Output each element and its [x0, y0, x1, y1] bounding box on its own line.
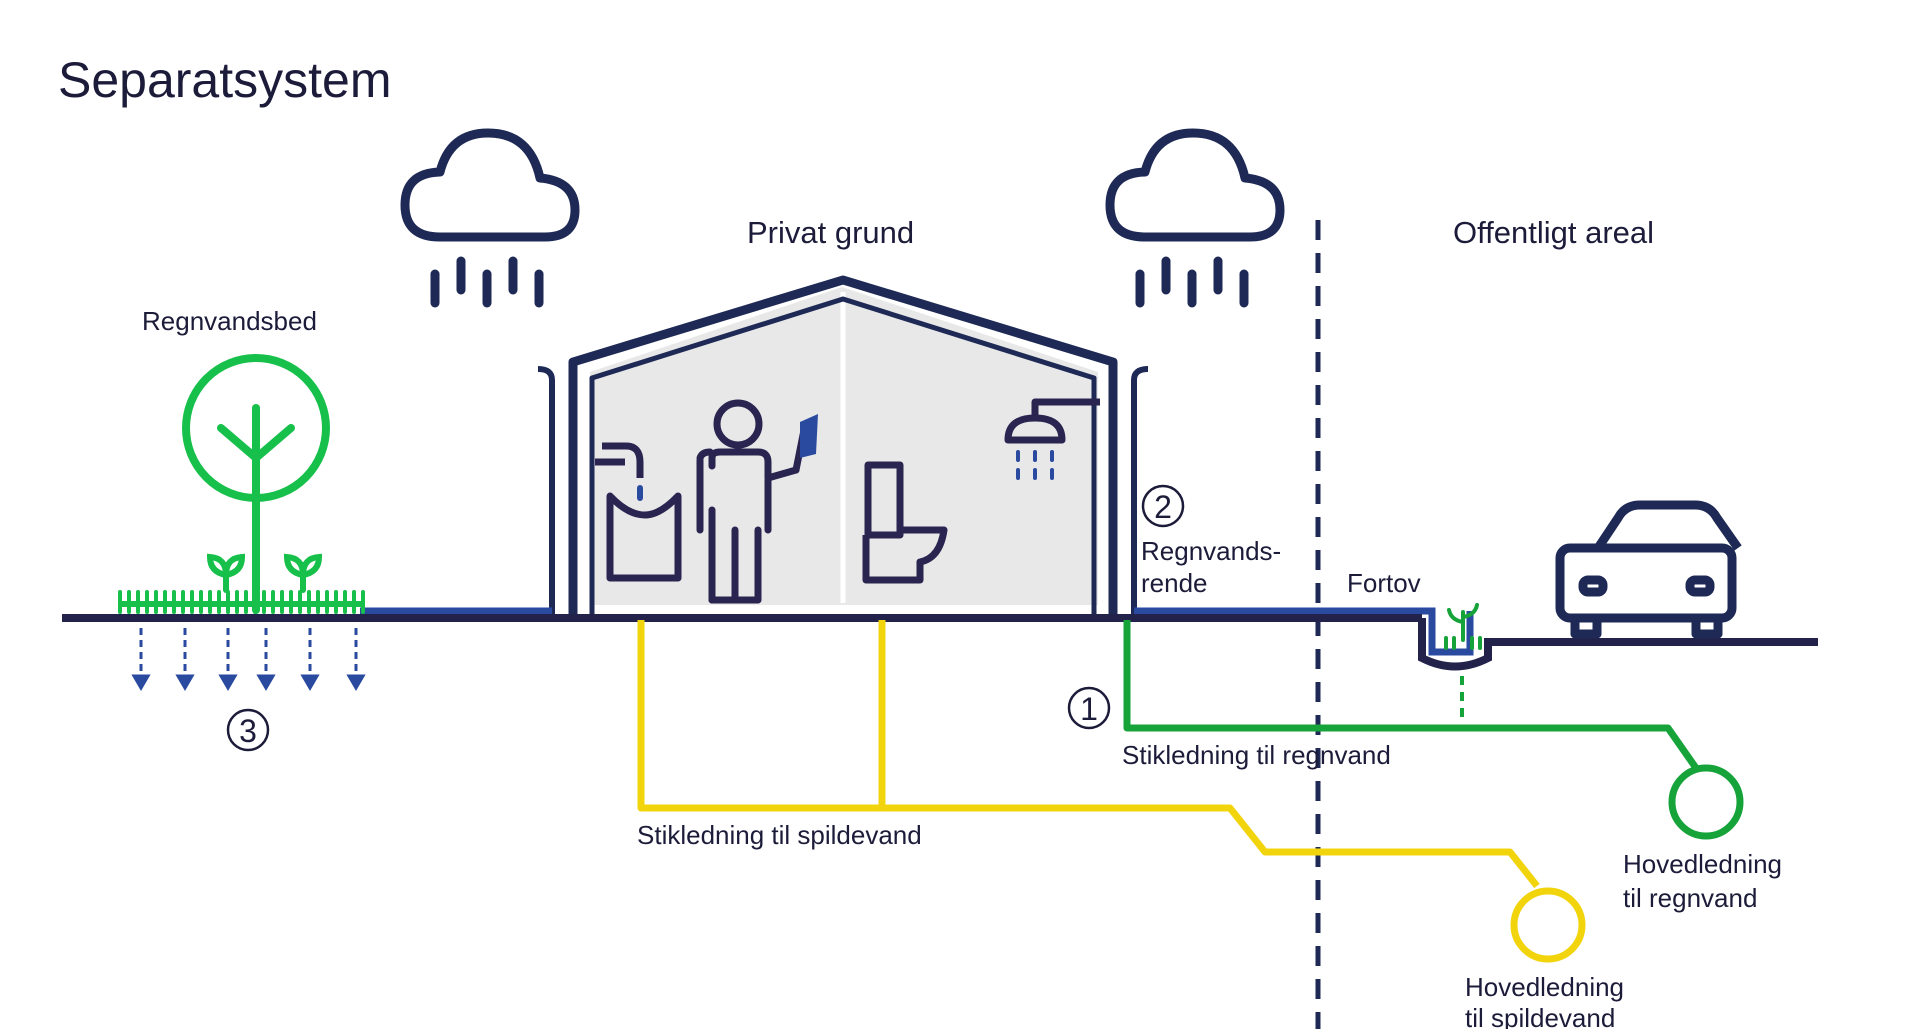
cloud-rain-icon — [400, 128, 580, 308]
infiltration-arrow-head — [256, 674, 276, 691]
svg-text:2: 2 — [1154, 489, 1172, 525]
house-icon — [537, 275, 1149, 618]
gutter-label-line1: Regnvands- — [1141, 536, 1281, 566]
svg-text:1: 1 — [1080, 691, 1098, 727]
shower-drops — [1016, 450, 1054, 480]
shower-icon — [1004, 398, 1100, 444]
private-area-label: Privat grund — [747, 215, 914, 250]
sidewalk-label: Fortov — [1347, 568, 1421, 598]
gutter-label-line2: rende — [1141, 568, 1208, 598]
infiltration-arrows — [131, 628, 366, 691]
infiltration-arrow-head — [346, 674, 366, 691]
tablet-icon — [800, 414, 818, 458]
marker-service-pipe: 1 — [1067, 686, 1111, 730]
marker-infiltration: 3 — [226, 708, 270, 752]
car-icon — [1555, 500, 1742, 639]
wastewater-main-pipe — [1510, 887, 1586, 963]
infiltration-arrow-head — [131, 674, 151, 691]
sprout-icon — [206, 553, 323, 593]
infiltration-arrow-head — [218, 674, 238, 691]
rainwater-service-pipe — [1123, 620, 1699, 771]
infiltration-arrow-head — [175, 674, 195, 691]
rainwater-main-pipe — [1668, 764, 1744, 840]
public-area-label: Offentligt areal — [1453, 215, 1654, 250]
toilet-icon — [862, 461, 948, 584]
rain-main-label-line1: Hovedledning — [1623, 849, 1782, 879]
tree-icon — [182, 354, 330, 614]
diagram-title: Separatsystem — [58, 52, 391, 108]
street-ditch — [1418, 618, 1818, 671]
sprout-icon — [1444, 603, 1482, 650]
infiltration-arrow-head — [300, 674, 320, 691]
cloud-rain-icon — [1105, 128, 1285, 308]
waste-main-label-line1: Hovedledning — [1465, 972, 1624, 1002]
marker-gutter: 2 — [1141, 484, 1185, 528]
waste-service-pipe-label: Stikledning til spildevand — [637, 820, 922, 850]
rain-main-label-line2: til regnvand — [1623, 883, 1757, 913]
waste-main-label-line2: til spildevand — [1465, 1003, 1615, 1029]
rain-bed-label: Regnvandsbed — [142, 306, 317, 336]
svg-text:3: 3 — [239, 713, 257, 749]
sink-icon — [606, 492, 682, 582]
tap-icon — [595, 442, 644, 478]
wastewater-service-pipe — [637, 620, 1540, 889]
rain-service-pipe-label: Stikledning til regnvand — [1122, 740, 1391, 770]
